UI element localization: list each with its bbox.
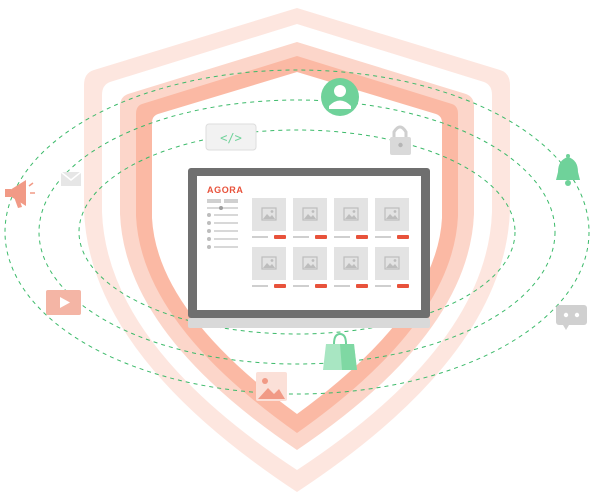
sidebar-row [207,213,238,217]
image-placeholder-icon [302,256,318,270]
product-card [375,198,409,239]
image-placeholder-icon [261,256,277,270]
add-to-cart-button [356,284,368,288]
orbits [4,69,590,395]
add-to-cart-button [397,235,409,239]
product-card [252,247,286,288]
orbit-outer [4,69,590,395]
sidebar-row [207,245,238,249]
image-placeholder-icon [384,207,400,221]
product-grid [252,198,409,288]
shopping-bag-icon [323,332,357,370]
chat-bubble-icon [556,305,587,330]
image-icon [256,372,287,401]
image-placeholder-icon [261,207,277,221]
product-card [293,198,327,239]
megaphone-icon [5,180,35,208]
sidebar-row [207,221,238,225]
svg-text:</>: </> [220,131,242,145]
add-to-cart-button [315,235,327,239]
add-to-cart-button [274,284,286,288]
monitor-screen [197,176,421,310]
sidebar-row [207,229,238,233]
monitor: AGORA [188,168,430,328]
code-brackets-icon: </> [205,123,257,151]
video-player-icon [46,290,81,315]
image-placeholder-icon [343,207,359,221]
add-to-cart-button [356,235,368,239]
product-card [293,247,327,288]
bell-icon [556,154,580,186]
user-avatar-icon [321,78,359,116]
sidebar-row [207,237,238,241]
product-card [334,198,368,239]
product-card [375,247,409,288]
brand-logo: AGORA [207,185,244,195]
add-to-cart-button [315,284,327,288]
add-to-cart-button [274,235,286,239]
screen-sidebar [207,199,238,249]
email-icon [60,171,82,186]
monitor-stand-base [188,318,430,328]
add-to-cart-button [397,284,409,288]
image-placeholder-icon [343,256,359,270]
image-placeholder-icon [302,207,318,221]
image-placeholder-icon [384,256,400,270]
product-card [334,247,368,288]
product-card [252,198,286,239]
orbit-inner [78,129,516,335]
padlock-icon [390,125,411,155]
orbit-middle [38,99,556,365]
